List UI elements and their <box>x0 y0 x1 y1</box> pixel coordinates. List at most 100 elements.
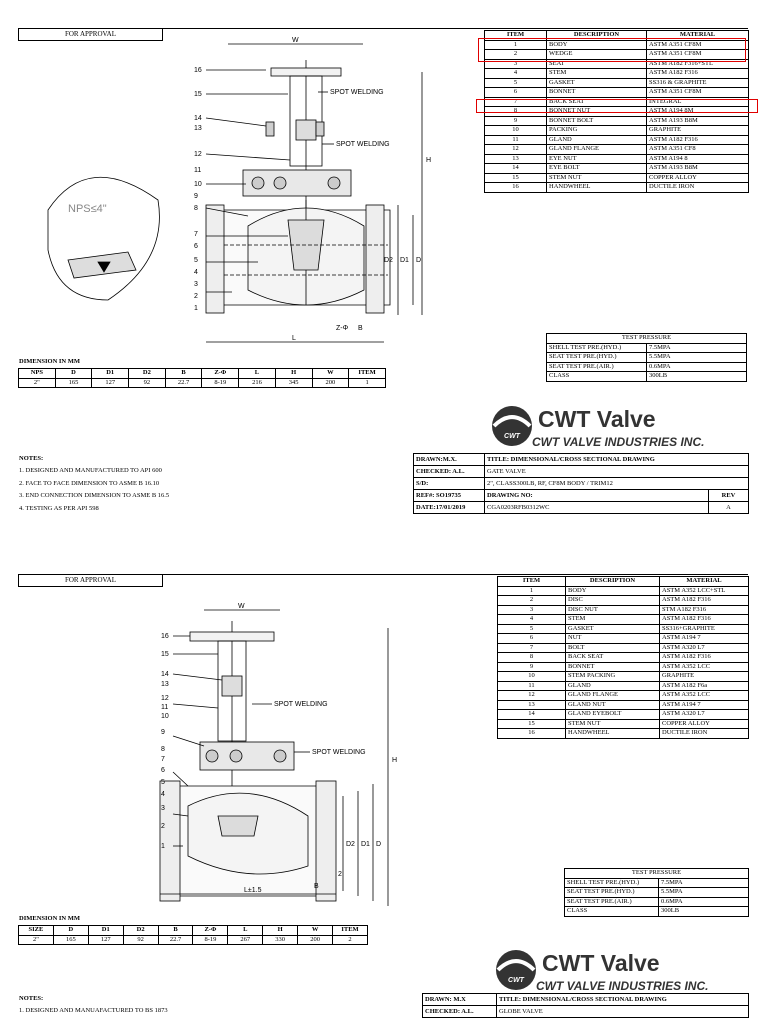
part-description: BONNET <box>546 87 647 98</box>
callout-14: 14 <box>194 115 202 122</box>
test-pressure-title: TEST PRESSURE <box>564 868 749 879</box>
part-description: GLAND <box>546 134 647 145</box>
test-pressure-row: SEAT TEST PRE.(HYD.)5.5MPA <box>564 887 749 898</box>
dim-letter-z: Z-Φ <box>336 325 349 332</box>
part-description: BODY <box>565 585 660 596</box>
dim-letter-b: B <box>314 883 319 890</box>
dimension-value-cell: 267 <box>227 934 264 945</box>
logo-badge-text: CWT <box>508 977 525 984</box>
test-pressure-value: 7.5MPA <box>646 342 747 353</box>
part-item: 15 <box>497 718 566 729</box>
dimension-header-cell: B <box>157 925 194 936</box>
test-pressure-row: SEAT TEST PRE.(AIR.)0.6MPA <box>546 361 747 372</box>
callout-1: 1 <box>161 843 165 850</box>
dim-letter-d: D <box>376 841 381 848</box>
dim-letter-l: L <box>292 335 296 342</box>
spot-welding-label-1: SPOT WELDING <box>330 89 384 96</box>
dimension-header-cell: L <box>238 368 276 379</box>
part-material: COPPER ALLOY <box>646 172 749 183</box>
cwt-valve-logo: CWT CWT Valve CWT VALVE INDUSTRIES INC. <box>496 950 708 993</box>
spot-welding-label-2: SPOT WELDING <box>312 749 366 756</box>
callout-1: 1 <box>194 305 198 312</box>
callout-3: 3 <box>161 805 165 812</box>
drawing-no-label: DRAWING NO: <box>484 489 709 502</box>
rev-label: REV <box>708 489 749 502</box>
notes-title: NOTES: <box>19 455 44 462</box>
dimension-value-cell: 92 <box>128 377 166 388</box>
part-item: 15 <box>484 172 547 183</box>
notes-block: NOTES: 1. DESIGNED AND MANUAFACTURED TO … <box>19 993 168 1018</box>
notes-block: NOTES: 1. DESIGNED AND MANUFACTURED TO A… <box>19 453 169 515</box>
part-material: ASTM A193 B8M <box>646 163 749 174</box>
callout-15: 15 <box>161 651 169 658</box>
part-item: 6 <box>497 633 566 644</box>
dim-letter-2: 2 <box>338 871 342 878</box>
dimension-title: DIMENSION IN MM <box>19 358 81 365</box>
callout-7: 7 <box>194 231 198 238</box>
part-material: ASTM A182 F316 <box>646 68 749 79</box>
parts-header-row: ITEM DESCRIPTION MATERIAL <box>497 576 749 587</box>
dim-letter-b: B <box>358 325 363 332</box>
part-material: GRAPHITE <box>659 671 749 682</box>
spot-welding-label-1: SPOT WELDING <box>274 701 328 708</box>
test-pressure-table: TEST PRESSURE SHELL TEST PRE.(HYD.)7.5MP… <box>564 868 749 917</box>
dimension-header-cell: ITEM <box>348 368 386 379</box>
part-description: BOLT <box>565 642 660 653</box>
callout-6: 6 <box>161 767 165 774</box>
callout-5: 5 <box>161 779 165 786</box>
callout-3: 3 <box>194 281 198 288</box>
part-description: DISC <box>565 595 660 606</box>
drawing-title: TITLE: DIMENSIONAL/CROSS SECTIONAL DRAWI… <box>484 453 749 466</box>
drawn-by: DRAWN: M.X <box>422 993 497 1006</box>
part-material: ASTM A351 CF8M <box>646 87 749 98</box>
test-pressure-label: SHELL TEST PRE.(HYD.) <box>564 877 659 888</box>
test-pressure-value: 0.6MPA <box>658 896 749 907</box>
logo-badge-text: CWT <box>504 433 521 440</box>
part-material: ASTM A320 L7 <box>659 709 749 720</box>
dimension-value-cell: 127 <box>87 934 124 945</box>
logo-wordmark: CWT Valve <box>538 406 656 432</box>
part-item: 10 <box>484 125 547 136</box>
test-pressure-label: SHELL TEST PRE.(HYD.) <box>546 342 647 353</box>
dimension-value-cell: 2 <box>332 934 368 945</box>
checked-by: CHECKED: A.L. <box>413 465 485 478</box>
dimension-value-cell: 2" <box>18 934 54 945</box>
part-description: DISC NUT <box>565 604 660 615</box>
test-pressure-label: CLASS <box>546 371 647 382</box>
callout-10: 10 <box>161 713 169 720</box>
part-item: 10 <box>497 671 566 682</box>
part-material: ASTM A320 L7 <box>659 642 749 653</box>
valve-type: GLOBE VALVE <box>496 1005 749 1018</box>
note-3: 3. END CONNECTION DIMENSION TO ASME B 16… <box>19 492 170 500</box>
dimension-header-cell: ITEM <box>332 925 368 936</box>
logo-badge-icon <box>492 406 532 446</box>
part-item: 14 <box>497 709 566 720</box>
for-approval-box: FOR APPROVAL <box>18 574 163 587</box>
dimension-header-cell: D1 <box>87 925 124 936</box>
dimension-value-cell: 330 <box>262 934 299 945</box>
dimension-value-cell: 200 <box>297 934 334 945</box>
part-material: DUCTILE IRON <box>659 728 749 739</box>
dimension-value-cell: 200 <box>311 377 350 388</box>
dimension-value-cell: 345 <box>274 377 313 388</box>
dimension-header-cell: D1 <box>91 368 130 379</box>
test-pressure-value: 300LB <box>646 371 747 382</box>
dim-letter-d1: D1 <box>361 841 370 848</box>
part-item: 11 <box>484 134 547 145</box>
